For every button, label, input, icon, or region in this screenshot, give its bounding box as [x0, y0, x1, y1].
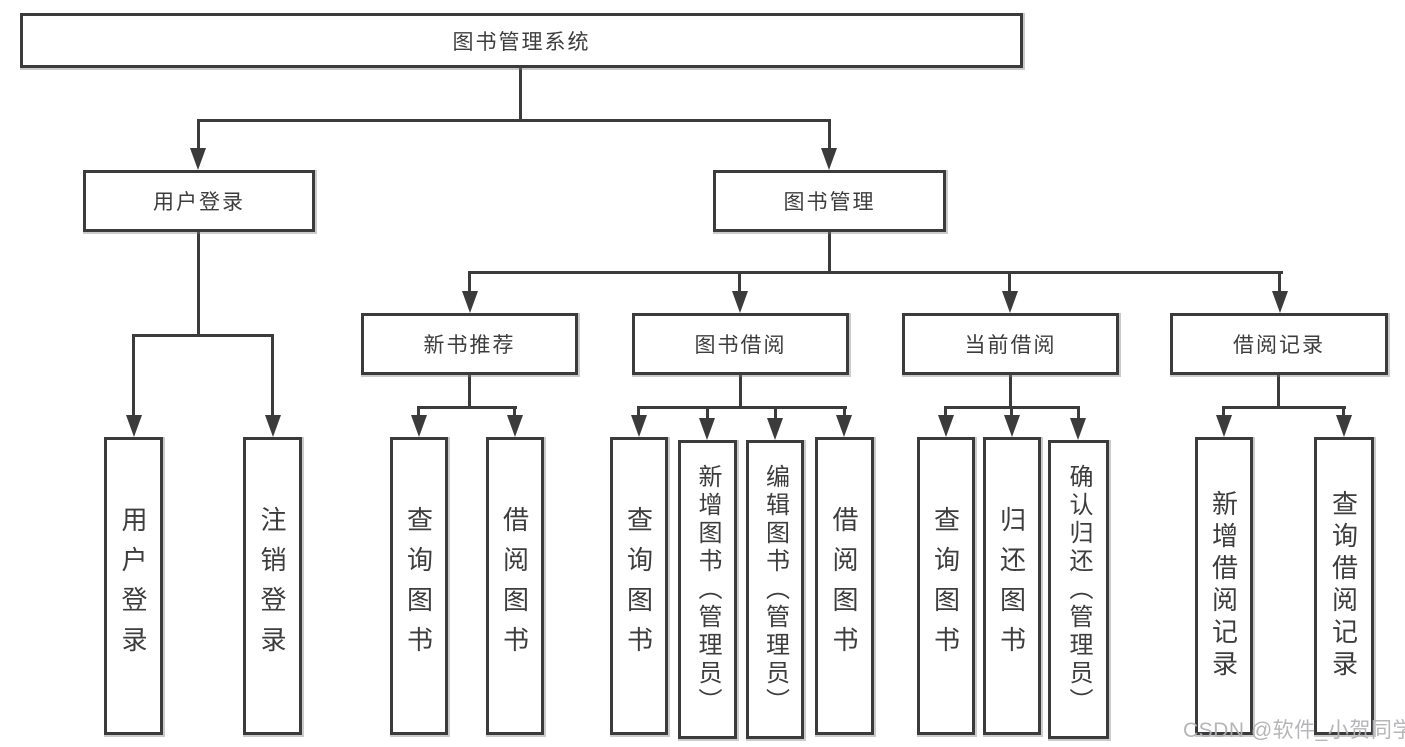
connector-user-rail — [132, 334, 274, 337]
connector-drop-user-login — [197, 119, 200, 153]
leaf-bb-add-books-admin: 新增图书（管理员） — [678, 440, 737, 739]
connector-drop-section — [468, 271, 471, 295]
arrow-down-icon — [836, 415, 852, 437]
connector-section-stem — [1277, 373, 1280, 409]
node-new-book-recommend: 新书推荐 — [361, 313, 578, 375]
arrow-down-icon — [821, 148, 837, 170]
node-book-borrowing: 图书借阅 — [632, 313, 849, 375]
leaf-logout: 注销登录 — [243, 437, 302, 735]
arrow-down-icon — [1272, 291, 1288, 313]
leaf-label: 用户登录 — [118, 506, 148, 666]
connector-drop-leaf — [637, 406, 640, 418]
arrow-down-icon — [411, 415, 427, 437]
node-label: 新书推荐 — [423, 334, 516, 357]
connector-drop-leaf — [1342, 406, 1345, 418]
connector-drop-leaf — [706, 406, 709, 420]
leaf-label: 查询借阅记录 — [1328, 490, 1359, 682]
connector-root-stem — [519, 68, 522, 122]
leaf-bb-edit-books-admin: 编辑图书（管理员） — [746, 440, 804, 739]
leaf-label: 编辑图书（管理员） — [761, 463, 789, 716]
arrow-down-icon — [631, 415, 647, 437]
connector-drop-leaf — [132, 334, 135, 418]
arrow-down-icon — [1070, 418, 1086, 440]
node-current-borrowing: 当前借阅 — [902, 313, 1119, 375]
node-borrowing-records: 借阅记录 — [1170, 313, 1388, 375]
arrow-down-icon — [732, 291, 748, 313]
connector-drop-section — [1278, 271, 1281, 295]
leaf-cb-query-books: 查询图书 — [917, 437, 975, 735]
leaf-label: 借阅图书 — [499, 506, 530, 666]
leaf-nbr-borrow-books: 借阅图书 — [486, 437, 544, 735]
leaf-label: 确认归还（管理员） — [1065, 463, 1092, 716]
leaf-user-login: 用户登录 — [104, 437, 163, 735]
connector-leaf-rail — [418, 406, 517, 409]
arrow-down-icon — [1002, 291, 1018, 313]
watermark-text: CSDN @软件_小贺同学 — [1183, 719, 1405, 742]
arrow-down-icon — [507, 415, 523, 437]
node-label: 图书管理 — [783, 191, 876, 214]
arrow-down-icon — [265, 415, 281, 437]
connector-drop-leaf — [843, 406, 846, 418]
node-book-management: 图书管理 — [713, 170, 946, 232]
connector-drop-leaf — [774, 406, 777, 420]
leaf-label: 查询图书 — [623, 506, 654, 666]
leaf-bb-query-books: 查询图书 — [610, 437, 668, 735]
arrow-down-icon — [126, 415, 142, 437]
connector-leaf-rail — [1223, 406, 1346, 409]
connector-user-stem — [197, 232, 200, 337]
leaf-nbr-query-books: 查询图书 — [390, 437, 448, 735]
connector-drop-leaf — [271, 334, 274, 418]
connector-section-stem — [468, 373, 471, 409]
arrow-down-icon — [938, 415, 954, 437]
connector-drop-leaf — [417, 406, 420, 418]
connector-drop-leaf — [513, 406, 516, 418]
arrow-down-icon — [462, 291, 478, 313]
arrow-down-icon — [1004, 415, 1020, 437]
connector-level2-rail — [197, 119, 831, 122]
arrow-down-icon — [1336, 415, 1352, 437]
connector-drop-section — [738, 271, 741, 295]
node-label: 借阅记录 — [1233, 334, 1325, 357]
leaf-label: 新增图书（管理员） — [694, 463, 721, 716]
connector-drop-leaf — [1222, 406, 1225, 418]
leaf-cb-confirm-return-admin: 确认归还（管理员） — [1048, 440, 1109, 739]
leaf-label: 查询图书 — [403, 506, 434, 666]
arrow-down-icon — [1216, 415, 1232, 437]
leaf-label: 注销登录 — [257, 506, 287, 666]
leaf-cb-return-books: 归还图书 — [983, 437, 1041, 735]
leaf-bb-borrow-books: 借阅图书 — [815, 437, 874, 735]
leaf-br-query-record: 查询借阅记录 — [1314, 437, 1374, 735]
node-user-login: 用户登录 — [83, 170, 315, 232]
connector-mgmt-stem — [828, 232, 831, 274]
leaf-label: 新增借阅记录 — [1208, 490, 1239, 682]
connector-drop-leaf — [1010, 406, 1013, 418]
connector-drop-book-management — [828, 119, 831, 153]
arrow-down-icon — [699, 418, 715, 440]
connector-leaf-rail — [638, 406, 847, 409]
connector-drop-leaf — [1077, 406, 1080, 420]
connector-section-stem — [1009, 373, 1012, 409]
connector-section-stem — [739, 373, 742, 409]
connector-drop-section — [1008, 271, 1011, 295]
leaf-label: 归还图书 — [996, 506, 1027, 666]
leaf-br-add-record: 新增借阅记录 — [1195, 437, 1253, 735]
node-label: 用户登录 — [153, 191, 245, 214]
node-label: 图书借阅 — [694, 334, 787, 357]
node-label: 图书管理系统 — [452, 30, 591, 54]
leaf-label: 借阅图书 — [829, 506, 859, 666]
arrow-down-icon — [190, 148, 206, 170]
connector-level3-rail — [468, 271, 1283, 274]
connector-drop-leaf — [944, 406, 947, 418]
arrow-down-icon — [767, 418, 783, 440]
leaf-label: 查询图书 — [930, 506, 961, 666]
node-library-system: 图书管理系统 — [20, 13, 1023, 68]
node-label: 当前借阅 — [964, 334, 1057, 357]
